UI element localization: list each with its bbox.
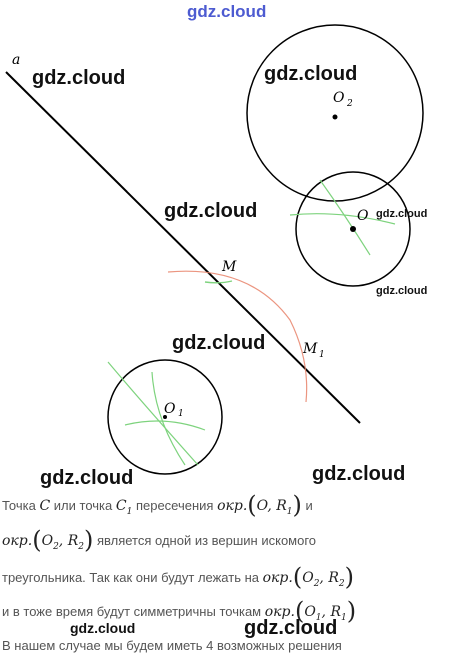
text-line-5: В нашем случае мы будем иметь 4 возможны… [2, 638, 342, 653]
watermark-near-o2: gdz.cloud [264, 63, 358, 85]
watermark-small-o: gdz.cloud [376, 208, 428, 220]
line-a [5, 71, 361, 424]
watermark-below-m: gdz.cloud [172, 332, 266, 354]
label-o1-sub: 1 [178, 409, 184, 419]
label-m1-sub: 1 [319, 350, 325, 360]
watermark-near-a: gdz.cloud [32, 67, 126, 89]
text-line-3: треугольника. Так как они будут лежать н… [2, 563, 354, 591]
watermark-small-below-o: gdz.cloud [376, 285, 428, 297]
construction-figure: a O 2 O M M 1 O 1 [5, 24, 424, 475]
circle-o [295, 171, 411, 287]
label-m: M [221, 259, 237, 275]
label-a: a [12, 52, 20, 68]
text-line-4: и в тоже время будут симметричны точкам … [2, 597, 357, 625]
label-o2-sub: 2 [346, 99, 353, 109]
watermark-top: gdz.cloud [187, 2, 267, 21]
point-o [350, 226, 356, 232]
arc-through-m [167, 270, 308, 403]
point-o1 [163, 415, 167, 419]
watermark-mid: gdz.cloud [164, 200, 258, 222]
text-line-2: окр.(O2, R2) является одной из вершин ис… [2, 526, 317, 554]
arc-green-m [204, 280, 233, 284]
text-line-1: Точка C или точка C1 пересечения окр.(O,… [2, 491, 313, 519]
arc-green-o1-3 [124, 420, 206, 431]
arc-green-o-2 [319, 179, 371, 256]
watermark-bottom-small: gdz.cloud [70, 620, 136, 636]
arc-green-o-1 [289, 213, 396, 225]
label-o: O [357, 208, 369, 224]
arc-green-o1-1 [107, 361, 199, 466]
circle-o1 [107, 359, 223, 475]
label-o1: O [164, 401, 176, 417]
point-o2 [332, 114, 338, 120]
arc-green-o1-2 [151, 371, 186, 466]
label-m1: M [302, 341, 318, 357]
label-o2: O [333, 90, 345, 106]
watermark-right-lower: gdz.cloud [312, 463, 406, 485]
watermark-left-lower: gdz.cloud [40, 467, 134, 489]
watermark-bottom-large: gdz.cloud [244, 617, 338, 639]
